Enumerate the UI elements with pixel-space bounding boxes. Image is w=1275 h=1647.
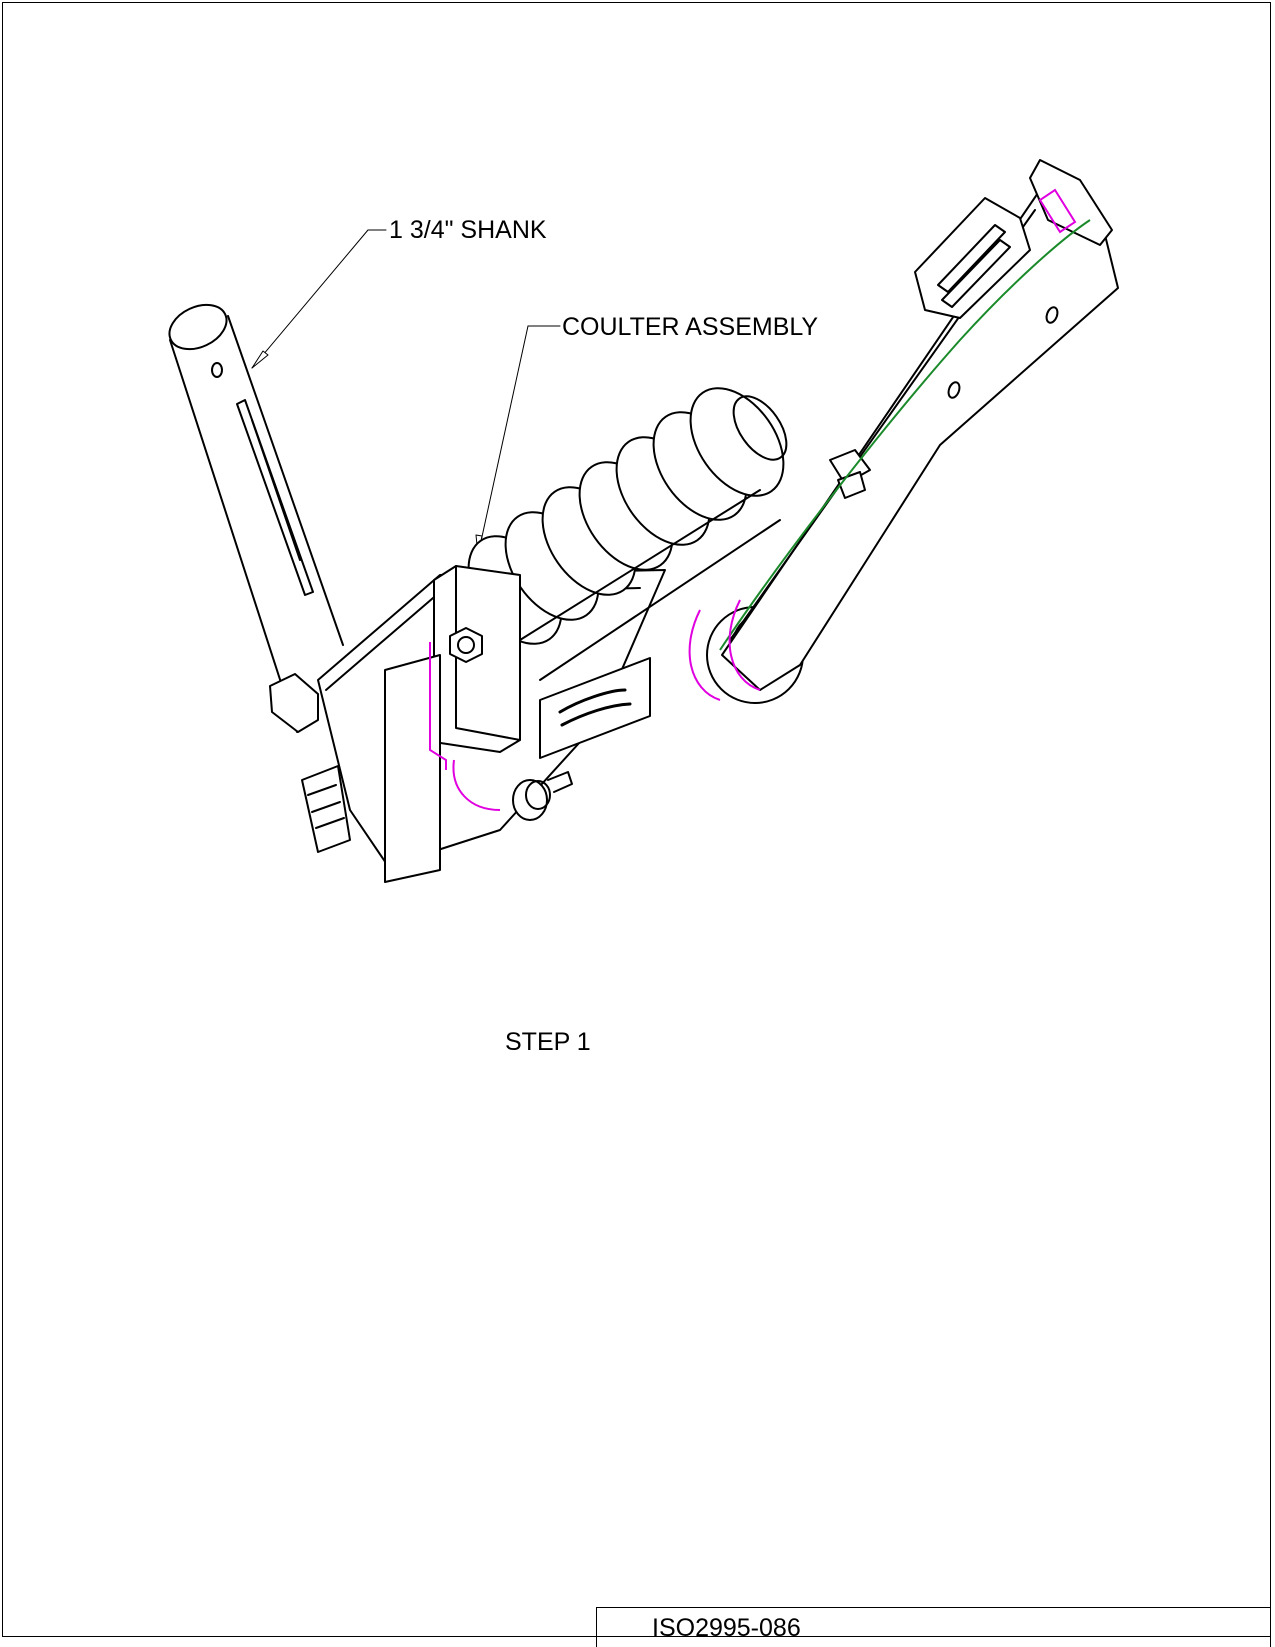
brand-plate: [539, 657, 651, 759]
magenta-edge-highlight-left: [429, 642, 447, 770]
spring-rod: [519, 489, 781, 681]
magenta-top-highlight: [1038, 188, 1077, 234]
magenta-curve-pivot: [688, 609, 721, 701]
front-block: [384, 565, 521, 883]
green-edge-highlight: [719, 219, 1091, 651]
title-block: ISO2995-086: [596, 1607, 1271, 1647]
coulter-callout-label: COULTER ASSEMBLY: [562, 313, 819, 341]
shank-tube: [168, 303, 344, 733]
swing-arm: [721, 189, 1119, 691]
shank-clamp: [269, 673, 351, 853]
lower-pin: [512, 771, 573, 821]
magenta-curve-left: [452, 759, 501, 811]
shank-leader-line: [251, 229, 387, 369]
step-label: STEP 1: [505, 1028, 591, 1056]
highlight-lines: [429, 188, 1091, 811]
magenta-curve-pivot-2: [728, 599, 761, 691]
shank-callout-label: 1 3/4" SHANK: [389, 216, 547, 244]
front-bolt: [449, 627, 483, 663]
top-bracket: [914, 159, 1113, 319]
document-number: ISO2995-086: [652, 1614, 801, 1642]
